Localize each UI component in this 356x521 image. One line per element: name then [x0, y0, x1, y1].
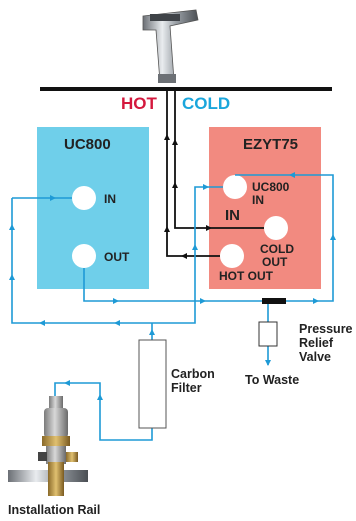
uc800-out-label: OUT	[104, 250, 130, 264]
ezyt75-cold-out-line2: OUT	[262, 255, 288, 269]
ezyt75-cold-out-line1: COLD	[260, 242, 294, 256]
carbon-filter-line2: Filter	[171, 381, 202, 395]
installation-rail-valve-icon	[8, 396, 88, 496]
ezyt75-uc800-in-port	[223, 175, 247, 199]
to-waste-label: To Waste	[245, 373, 300, 387]
relief-valve-line1: Pressure	[299, 322, 353, 336]
uc800-title: UC800	[64, 136, 111, 153]
tap-faucet-icon	[142, 9, 199, 83]
counter-top-line	[40, 87, 332, 91]
uc800-in-label: IN	[104, 192, 116, 206]
carbon-filter-cartridge	[138, 339, 167, 429]
pressure-relief-valve-body	[258, 321, 278, 347]
ezyt75-title: EZYT75	[243, 136, 299, 153]
product-lines	[166, 91, 264, 257]
product-flow-arrows	[164, 134, 212, 259]
relief-valve-line2: Relief	[299, 336, 334, 350]
carbon-filter-line1: Carbon	[171, 367, 215, 381]
installation-rail-label: Installation Rail	[8, 503, 101, 517]
ezyt75-uc800-in-line1: UC800	[252, 180, 290, 194]
uc800-in-port	[72, 186, 96, 210]
ezyt75-in-label: IN	[225, 207, 240, 224]
ezyt75-hot-out-port	[220, 244, 244, 268]
hot-label: HOT	[121, 94, 157, 113]
ezyt75-hot-out-label: HOT OUT	[219, 269, 273, 283]
uc800-out-port	[72, 244, 96, 268]
relief-tee-junction	[262, 298, 286, 304]
ezyt75-cold-out-port	[264, 216, 288, 240]
relief-valve-line3: Valve	[299, 350, 331, 364]
cold-label: COLD	[182, 94, 231, 113]
ezyt75-uc800-in-line2: IN	[252, 193, 264, 207]
water-flow-arrows	[9, 172, 336, 400]
